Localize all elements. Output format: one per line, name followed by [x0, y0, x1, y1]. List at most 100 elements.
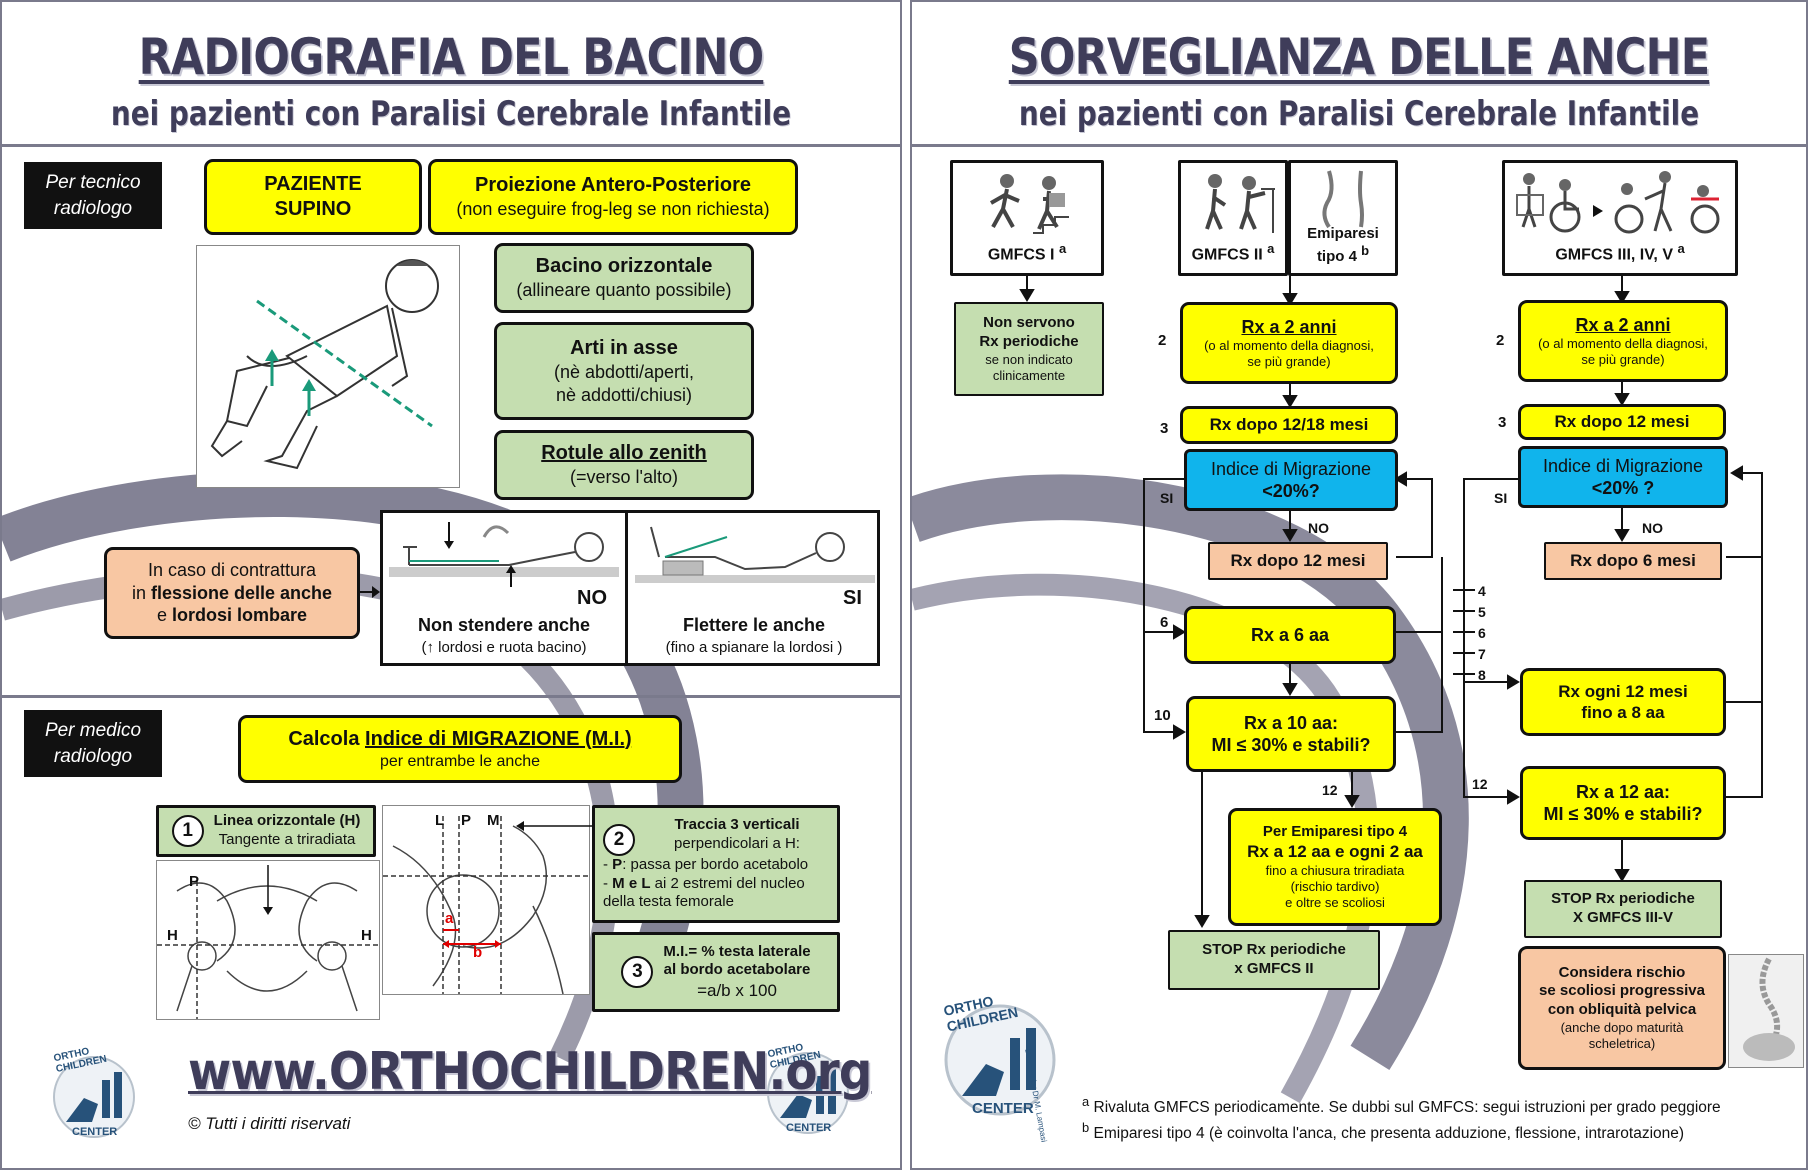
logo-icon [53, 1056, 135, 1138]
rx2anni-right-note: (o al momento della diagnosi, se più gra… [1538, 336, 1708, 368]
scoliosis-xray-illustration [1728, 954, 1804, 1068]
step3-line1: M.I.= % testa laterale [663, 942, 811, 960]
step3-line2: al bordo acetabolare [663, 961, 811, 979]
rx12-left-text: Rx dopo 12 mesi [1230, 551, 1366, 571]
step2-line2: - P: passa per bordo acetabolo [603, 855, 809, 873]
rx1218-text: Rx dopo 12/18 mesi [1209, 415, 1369, 435]
arrow-right-icon [360, 586, 380, 598]
rotule-title: Rotule allo zenith [541, 442, 707, 465]
mi-left-box: Indice di Migrazione <20%? [1184, 449, 1398, 511]
step-num-12-left: 12 [1322, 782, 1338, 798]
step1-note: Tangente a triradiata [218, 831, 356, 848]
left-subtitle: nei pazienti con Paralisi Cerebrale Infa… [110, 94, 792, 134]
step-num-3-right: 3 [1498, 414, 1507, 431]
rotule-note: (=verso l'alto) [570, 467, 678, 488]
website-link[interactable]: www.ORTHOCHILDREN.org [188, 1042, 872, 1102]
si-note: (fino a spianare la lordosi ) [665, 639, 843, 656]
emiparesi-label: Emiparesi tipo 4 b [1307, 224, 1379, 266]
mi-left-title: Indice di Migrazione [1210, 458, 1372, 479]
rx2anni-title: Rx a 2 anni [1241, 316, 1337, 337]
non-servono-line3: se non indicato clinicamente [985, 351, 1073, 383]
stop-gmfcs2-line2: x GMFCS II [1234, 960, 1314, 977]
si-label: SI [843, 587, 862, 609]
doctor-tag: Per medico radiologo [24, 710, 162, 778]
step2-line4: della testa femorale [603, 893, 734, 911]
rx2anni-right-box: Rx a 2 anni (o al momento della diagnosi… [1518, 300, 1728, 382]
si-left-label: SI [1160, 490, 1174, 506]
scoliosi-line1: Considera rischio se scoliosi progressiv… [1539, 963, 1705, 1019]
step3-box: 3 M.I.= % testa laterale al bordo acetab… [592, 932, 840, 1012]
pelvis-drawing [157, 865, 379, 1019]
step1-box: 1 Linea orizzontale (H) Tangente a trira… [156, 805, 376, 857]
step2-line1: perpendicolari a H: [674, 834, 800, 852]
gmfcs1-box: GMFCS I a [950, 160, 1104, 276]
section-divider [2, 695, 900, 698]
contrattura-box: In caso di contrattura in flessione dell… [104, 547, 360, 639]
xray-h-label-right: H [361, 927, 372, 944]
gmfcs345-box: GMFCS III, IV, V a [1502, 160, 1738, 276]
copyright-text: © Tutti i diritti riservati [188, 1114, 351, 1133]
left-title-block: RADIOGRAFIA DEL BACINO nei pazienti con … [2, 2, 900, 147]
child-drawing [210, 259, 439, 470]
scoliosi-box: Considera rischio se scoliosi progressiv… [1518, 946, 1726, 1070]
orthochildren-logo-left: ORTHO CHILDREN CENTER [44, 1042, 144, 1142]
si-right-label: SI [1494, 490, 1508, 506]
mi-right-box: Indice di Migrazione <20% ? [1518, 446, 1728, 508]
spine-drawing [1729, 955, 1803, 1067]
hip-p-label: P [461, 812, 472, 829]
non-servono-box: Non servono Rx periodiche se non indicat… [954, 302, 1104, 396]
footnote-b: b Emiparesi tipo 4 (è coinvolta l'anca, … [1082, 1120, 1685, 1143]
emiparesi-rx-line1: Per Emiparesi tipo 4 [1262, 822, 1408, 840]
step2-line3: - M e L ai 2 estremi del nucleo [603, 874, 805, 892]
arti-title: Arti in asse [570, 337, 678, 359]
step2-title: Traccia 3 verticali [674, 815, 800, 833]
no-right-label: NO [1642, 520, 1663, 536]
rx10aa-line1: Rx a 10 aa: [1243, 712, 1339, 733]
hip-l-label: L [435, 812, 445, 829]
stop-gmfcs3-line2: X GMFCS III-V [1572, 909, 1673, 926]
flex-hips-drawing [635, 526, 875, 583]
panel-divider [625, 513, 628, 663]
logo-icon [767, 1052, 849, 1134]
logo-icon [944, 1004, 1056, 1116]
right-title: SORVEGLIANZA DELLE ANCHE [1008, 28, 1710, 86]
arti-in-asse-box: Arti in asse (nè abdotti/aperti, nè addo… [494, 322, 754, 420]
no-title: Non stendere anche [417, 615, 591, 635]
paziente-supino-text: PAZIENTE SUPINO [264, 173, 362, 220]
paziente-supino-box: PAZIENTE SUPINO [204, 159, 422, 235]
arti-note: (nè abdotti/aperti, nè addotti/chiusi) [553, 362, 695, 405]
no-extension-drawing [389, 522, 619, 587]
wheelchair-icons [1516, 171, 1720, 234]
emiparesi-rx-box: Per Emiparesi tipo 4 Rx a 12 aa e ogni 2… [1228, 808, 1442, 926]
flowchart-connectors [1019, 276, 1763, 928]
rx-ogni-line2: fino a 8 aa [1581, 703, 1665, 722]
rx10aa-box: Rx a 10 aa: MI ≤ 30% e stabili? [1186, 696, 1396, 772]
xray-h-label-left: H [167, 927, 178, 944]
right-subtitle: nei pazienti con Paralisi Cerebrale Infa… [1018, 94, 1700, 134]
contrattura-text: In caso di contrattura in flessione dell… [131, 560, 333, 626]
hip-b-label: b [473, 944, 483, 961]
scoliosi-line2: (anche dopo maturità scheletrica) [1560, 1019, 1684, 1052]
right-title-block: SORVEGLIANZA DELLE ANCHE nei pazienti co… [912, 2, 1806, 147]
stop-gmfcs2-line1: STOP Rx periodiche [1202, 941, 1346, 959]
emiparesi-rx-line3: fino a chiusura triradiata (rischio tard… [1265, 862, 1405, 911]
mi-right-title: Indice di Migrazione [1542, 455, 1704, 476]
step2-box: 2 Traccia 3 verticali perpendicolari a H… [592, 805, 840, 923]
rx-ogni-line1: Rx ogni 12 mesi [1558, 681, 1688, 701]
step3-number: 3 [621, 956, 654, 988]
stop-gmfcs3-line1: STOP Rx periodiche [1551, 890, 1695, 908]
rx12aa-line1: Rx a 12 aa: [1575, 781, 1671, 802]
gmfcs345-label: GMFCS III, IV, V a [1555, 240, 1685, 263]
proiezione-box: Proiezione Antero-Posteriore (non esegui… [428, 159, 798, 235]
rx12aa-box: Rx a 12 aa: MI ≤ 30% e stabili? [1520, 766, 1726, 840]
left-poster: RADIOGRAFIA DEL BACINO nei pazienti con … [0, 0, 902, 1170]
proiezione-title: Proiezione Antero-Posteriore [475, 174, 751, 197]
bacino-orizzontale-box: Bacino orizzontale (allineare quanto pos… [494, 243, 754, 313]
no-note: (↑ lordosi e ruota bacino) [421, 639, 587, 656]
step-num-2-right: 2 [1496, 332, 1505, 349]
supine-child-illustration [196, 245, 460, 488]
rx12-left-box: Rx dopo 12 mesi [1208, 542, 1388, 580]
no-label: NO [577, 587, 607, 609]
age-ticks: 4 5 6 7 8 [1478, 583, 1486, 683]
rx2anni-right-title: Rx a 2 anni [1575, 314, 1671, 335]
